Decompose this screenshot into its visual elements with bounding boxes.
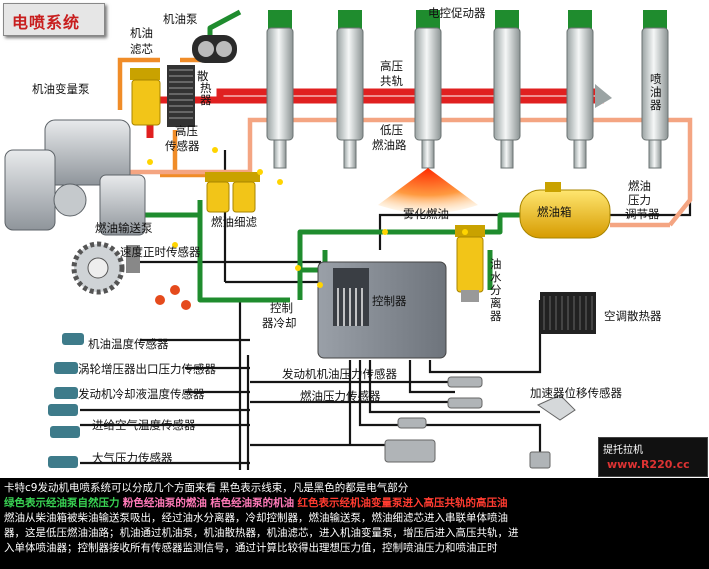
label-radiator: 散热器 <box>197 69 212 107</box>
left-sensors <box>48 333 84 468</box>
wire-harness <box>80 135 692 470</box>
label-spray: 雾化燃油 <box>403 207 449 221</box>
caption-red: 红色表示经机油变量泵进入高压共轨的高压油 <box>297 497 508 509</box>
caption-green: 绿色表示经油泵自然压力 <box>4 497 120 509</box>
oil-radiator <box>167 65 195 127</box>
label-water-sep: 油水分离器 <box>490 257 502 323</box>
label-accel: 加速器位移传感器 <box>530 386 622 400</box>
rail-arrow <box>595 84 612 108</box>
label-oil-var-pump: 机油变量泵 <box>32 82 90 96</box>
caption-line-1: 卡特c9发动机电喷系统可以分成几个方面来看 黑色表示线束，凡是黑色的都是电气部分 <box>4 482 409 494</box>
oil-pump <box>192 35 237 63</box>
label-lp-fuel: 低压燃油路 <box>372 123 407 152</box>
injector-bank <box>266 10 669 169</box>
labels: 电控促动器 机油泵 机油滤芯 散热器 高压共轨 喷油器 机油变量泵 高压传感器 … <box>32 6 662 465</box>
injector-6 <box>641 10 669 169</box>
caption-mid: 桔色经油泵的机油 <box>210 497 295 509</box>
label-controller: 控制器 <box>372 294 407 308</box>
label-hp-rail: 高压共轨 <box>380 59 403 88</box>
oil-filter <box>130 68 161 126</box>
oil-variable-pump <box>4 119 146 236</box>
label-oil-filter-1: 机油 <box>130 26 153 40</box>
red-high-pressure-rail <box>146 88 604 138</box>
label-feed-pump: 燃油输送泵 <box>95 221 153 235</box>
injector-3 <box>414 10 442 169</box>
caption-panel: 卡特c9发动机电喷系统可以分成几个方面来看 黑色表示线束，凡是黑色的都是电气部分… <box>0 478 709 569</box>
caption-line-4: 器，这是低压燃油油路；机油通过机油泵，机油散热器，机油滤芯，进入机油变量泵，增压… <box>4 527 519 539</box>
water-separator <box>455 225 485 302</box>
fuel-tank <box>519 182 611 239</box>
label-coolant: 发动机冷却液温度传感器 <box>78 387 205 401</box>
label-fuel-pres-reg: 燃油压力调节器 <box>625 179 660 221</box>
caption-line-5: 入单体喷油器；控制器接收所有传感器监测信号，通过计算比较得出理想压力值，控制喷油… <box>4 542 498 554</box>
label-baro: 大气压力传感器 <box>92 451 173 465</box>
fuel-fine-filters <box>205 172 260 213</box>
label-boost: 涡轮增压器出口压力传感器 <box>78 362 216 376</box>
injector-4 <box>493 10 521 169</box>
label-intake: 进给空气温度传感器 <box>92 418 196 432</box>
watermark-text-2: www.R220.cc <box>607 458 690 471</box>
label-oil-pump: 机油泵 <box>163 12 198 26</box>
label-fuel-fine-filter: 燃油细滤 <box>211 215 257 229</box>
label-oil-filter-2: 滤芯 <box>130 42 153 56</box>
label-nozzle: 喷油器 <box>650 72 662 112</box>
injector-5 <box>566 10 594 169</box>
injector-2 <box>336 10 364 169</box>
label-oil-temp: 机油温度传感器 <box>88 337 169 351</box>
connector-stars <box>147 147 468 288</box>
right-sensors <box>384 376 551 469</box>
title-badge: 电喷系统 <box>3 3 105 36</box>
label-hp-sensor: 高压传感器 <box>165 124 200 153</box>
caption-line-2: 绿色表示经油泵自然压力 粉色经油泵的燃油 桔色经油泵的机油 红色表示经机油变量泵… <box>4 496 705 511</box>
ecu-controller <box>317 261 447 359</box>
ac-radiator <box>540 292 596 334</box>
fuel-spray <box>378 168 478 214</box>
sensor-dots <box>155 285 191 310</box>
injector-1 <box>266 10 294 169</box>
watermark-logo: 提托拉机 www.R220.cc <box>598 437 708 477</box>
page-title: 电喷系统 <box>12 13 81 32</box>
caption-pink: 粉色经油泵的燃油 <box>122 497 207 509</box>
label-oil-filter: 机油滤芯 <box>130 26 153 56</box>
label-fuel-tank: 燃油箱 <box>537 205 572 219</box>
label-oil-pres: 发动机机油压力传感器 <box>282 367 397 381</box>
label-injector: 电控促动器 <box>428 6 486 20</box>
speed-timing-gear <box>71 241 140 295</box>
label-ac-radiator: 空调散热器 <box>604 309 662 323</box>
label-fuel-pres: 燃油压力传感器 <box>300 389 381 403</box>
label-speed-sensor: 速度正时传感器 <box>120 245 201 259</box>
label-controller-cool: 控制器冷却 <box>262 301 297 330</box>
fuel-system-diagram: 电控促动器 机油泵 机油滤芯 散热器 高压共轨 喷油器 机油变量泵 高压传感器 … <box>4 6 693 470</box>
watermark-text-1: 提托拉机 <box>603 445 643 456</box>
caption-line-3: 燃油从柴油箱被柴油输送泵吸出，经过油水分离器，冷却控制器，燃油输送泵，燃油细滤芯… <box>4 512 508 524</box>
accelerator-pedal-sensor <box>536 394 576 421</box>
